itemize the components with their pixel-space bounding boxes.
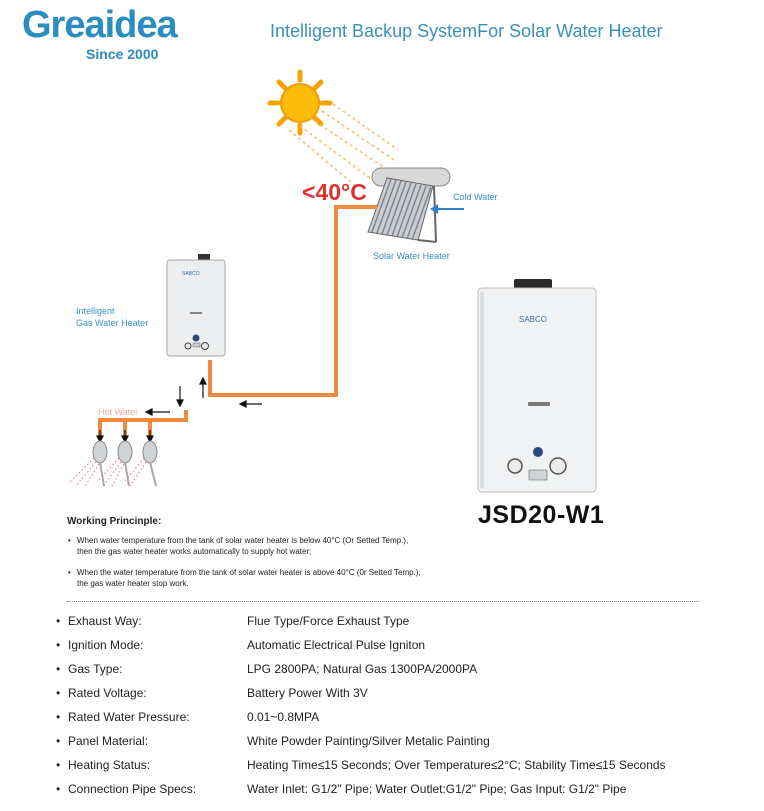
- spec-value: Automatic Electrical Pulse Igniton: [247, 638, 426, 652]
- hot-water-label: Hot Water: [98, 407, 139, 417]
- brand-since: Since 2000: [86, 46, 159, 62]
- spec-label: Exhaust Way:: [68, 614, 142, 628]
- spec-row-exhaust-way: • Exhaust Way: Flue Type/Force Exhaust T…: [56, 614, 410, 628]
- gas-heater-small-icon: SABCO: [166, 254, 226, 357]
- spec-row-connection-pipe-specs: • Connection Pipe Specs: Water Inlet: G1…: [56, 782, 627, 796]
- spec-label: Ignition Mode:: [68, 638, 144, 652]
- system-diagram: SABCO SA: [69, 69, 597, 493]
- sun-icon: [267, 69, 333, 136]
- spec-label: Rated Voltage:: [68, 686, 147, 700]
- working-principle-item: When the water temperature from the tank…: [68, 567, 507, 589]
- spec-label: Panel Material:: [68, 734, 149, 748]
- spec-row-panel-material: • Panel Material: White Powder Painting/…: [56, 734, 490, 748]
- solar-water-heater-icon: [367, 167, 451, 243]
- spec-value: Water Inlet: G1/2" Pipe; Water Outlet:G1…: [247, 782, 627, 796]
- spec-row-rated-water-pressure: • Rated Water Pressure: 0.01~0.8MPA: [56, 710, 320, 724]
- working-principle-item: When water temperature from the tank of …: [68, 535, 507, 557]
- cold-water-label: Cold Water: [453, 192, 498, 202]
- spec-value: Heating Time≤15 Seconds; Over Temperatur…: [247, 758, 666, 772]
- spec-value: Flue Type/Force Exhaust Type: [247, 614, 410, 628]
- small-heater-brand: SABCO: [182, 271, 200, 277]
- page-title: Intelligent Backup SystemFor Solar Water…: [270, 21, 663, 41]
- spec-value: 0.01~0.8MPA: [247, 710, 320, 724]
- spec-row-gas-type: • Gas Type: LPG 2800PA; Natural Gas 1300…: [56, 662, 478, 676]
- spec-label: Connection Pipe Specs:: [68, 782, 197, 796]
- cold-water-arrow: [430, 204, 464, 214]
- spec-label: Gas Type:: [68, 662, 123, 676]
- sun-rays: [288, 103, 399, 189]
- spec-value: White Powder Painting/Silver Metalic Pai…: [247, 734, 490, 748]
- gas-heater-label-line2: Gas Water Heater: [76, 318, 149, 328]
- divider: [67, 601, 699, 602]
- spec-row-heating-status: • Heating Status: Heating Time≤15 Second…: [56, 758, 666, 772]
- gas-heater-label-line1: Intelligent: [76, 306, 115, 316]
- working-principle-title: Working Princinple:: [67, 516, 162, 527]
- spec-value: LPG 2800PA; Natural Gas 1300PA/2000PA: [247, 662, 478, 676]
- spec-label: Heating Status:: [68, 758, 151, 772]
- product-brand: SABCO: [519, 315, 547, 324]
- spec-label: Rated Water Pressure:: [68, 710, 190, 724]
- temperature-label: <40°C: [302, 179, 367, 205]
- spec-row-rated-voltage: • Rated Voltage: Battery Power With 3V: [56, 686, 368, 700]
- brand-logo: Greaidea: [22, 4, 178, 46]
- solar-heater-label: Solar Water Heater: [373, 251, 450, 261]
- spec-value: Battery Power With 3V: [247, 686, 368, 700]
- spec-list: • Exhaust Way: Flue Type/Force Exhaust T…: [56, 611, 706, 803]
- flow-arrows: [96, 376, 262, 444]
- spec-row-ignition-mode: • Ignition Mode: Automatic Electrical Pu…: [56, 638, 426, 652]
- model-number: JSD20-W1: [478, 501, 605, 529]
- gas-heater-product-icon: SABCO: [477, 279, 597, 493]
- shower-heads-icon: [69, 440, 158, 489]
